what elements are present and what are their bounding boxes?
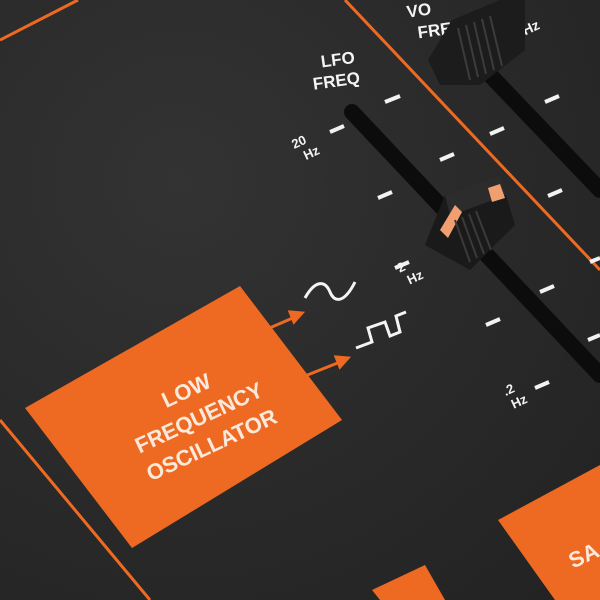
vco-label: VO — [405, 0, 432, 22]
lfo-label: LFO — [320, 48, 356, 72]
panel-line — [0, 419, 152, 600]
scale-2-unit: Hz — [405, 267, 426, 288]
adjacent-module-box — [372, 565, 445, 600]
panel-line — [0, 0, 79, 42]
scale-20: 20 — [289, 132, 308, 152]
scale-0.2-unit: Hz — [509, 391, 530, 412]
lfo-module-box — [25, 286, 342, 548]
lfo-freq-slider-knob[interactable] — [425, 175, 515, 270]
sample-module-box — [498, 465, 600, 600]
scale-20-unit: Hz — [301, 142, 322, 163]
vco-slider-slot — [482, 67, 600, 198]
panel-line — [343, 0, 600, 272]
sine-icon — [303, 281, 357, 301]
freq-label: FREQ — [312, 68, 361, 93]
square-wave-icon — [355, 310, 407, 350]
vco-freq-slider-knob[interactable] — [428, 0, 525, 85]
